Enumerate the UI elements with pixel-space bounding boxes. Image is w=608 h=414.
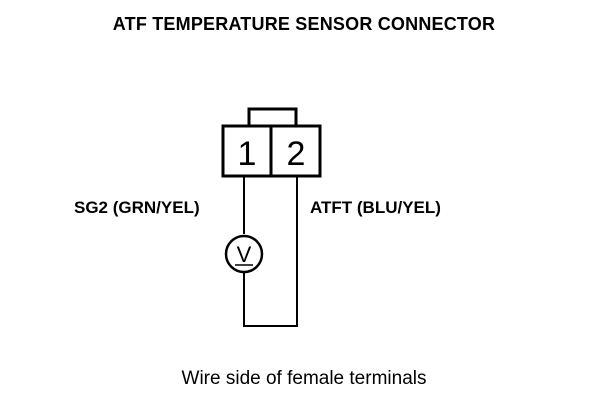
pin-2-number: 2 xyxy=(287,135,306,173)
diagram-caption: Wire side of female terminals xyxy=(181,368,427,389)
voltmeter-symbol: V xyxy=(237,242,252,267)
diagram-title: ATF TEMPERATURE SENSOR CONNECTOR xyxy=(112,14,496,34)
wire-label-sg2: SG2 (GRN/YEL) xyxy=(74,198,200,217)
connector-lock-tab xyxy=(247,107,298,126)
pin-1-number: 1 xyxy=(238,135,257,173)
wire-label-atft: ATFT (BLU/YEL) xyxy=(310,198,441,217)
voltmeter-icon: V xyxy=(224,234,264,274)
